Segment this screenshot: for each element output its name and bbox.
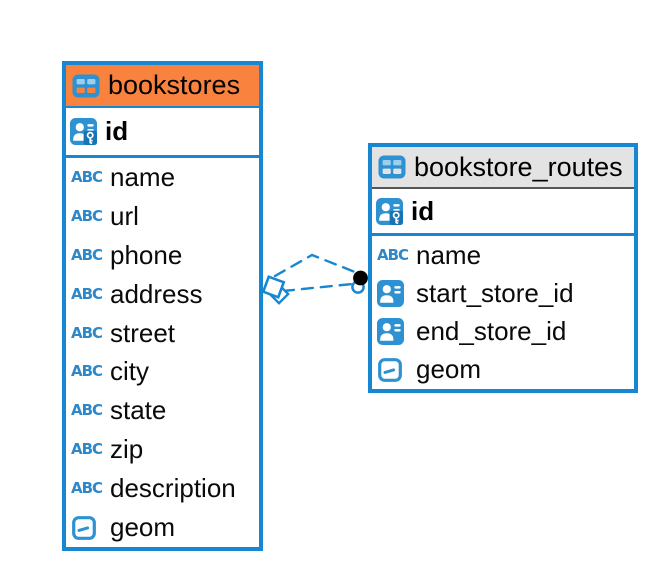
table-header-bookstore-routes[interactable]: bookstore_routes — [372, 147, 634, 189]
column-row-name[interactable]: ABC name — [372, 236, 634, 274]
text-type-icon: ABC — [71, 362, 103, 381]
icon-slot — [377, 280, 408, 307]
relationship-source-marker-diamond[interactable] — [261, 275, 290, 305]
column-name: name — [416, 239, 482, 270]
column-row-id[interactable]: id — [66, 108, 259, 158]
icon-slot: ABC — [71, 440, 103, 459]
column-row-url[interactable]: ABC url — [66, 197, 259, 236]
column-row-geom[interactable]: geom — [372, 351, 634, 389]
column-name: end_store_id — [416, 316, 567, 347]
text-type-icon: ABC — [71, 401, 103, 420]
column-name: city — [110, 356, 149, 387]
column-name: url — [110, 200, 139, 231]
column-list: ABC name ABC url ABC phone ABC address A… — [66, 158, 259, 547]
icon-slot — [377, 318, 408, 345]
column-name: name — [110, 161, 176, 192]
column-row-address[interactable]: ABC address — [66, 275, 259, 314]
relationship-target-marker-dot[interactable] — [351, 270, 368, 294]
table-icon — [72, 74, 100, 98]
icon-slot: ABC — [71, 362, 103, 381]
column-row-geom[interactable]: geom — [66, 508, 259, 547]
icon-slot: ABC — [71, 206, 103, 225]
icon-slot: ABC — [71, 323, 103, 342]
relationship-line-start-store[interactable] — [273, 253, 357, 278]
icon-slot: ABC — [377, 245, 409, 264]
column-name: geom — [416, 354, 482, 385]
table-bookstores[interactable]: bookstores id ABC name ABC url ABC phone… — [62, 61, 263, 551]
icon-slot: ABC — [71, 167, 103, 186]
column-row-name[interactable]: ABC name — [66, 158, 259, 197]
table-icon — [378, 155, 406, 179]
table-name: bookstores — [108, 70, 241, 100]
icon-slot: ABC — [71, 401, 103, 420]
column-name: street — [110, 317, 176, 348]
foreign-key-icon — [377, 318, 404, 345]
text-type-icon: ABC — [71, 440, 103, 459]
table-bookstore-routes[interactable]: bookstore_routes id ABC name start_store… — [368, 143, 638, 393]
icon-slot: ABC — [71, 245, 103, 264]
text-type-icon: ABC — [71, 167, 103, 186]
column-name: description — [110, 473, 236, 504]
text-type-icon: ABC — [71, 479, 103, 498]
icon-slot: ABC — [71, 284, 103, 303]
column-row-id[interactable]: id — [372, 189, 634, 236]
text-type-icon: ABC — [71, 284, 103, 303]
icon-slot — [71, 516, 102, 540]
column-name: phone — [110, 239, 183, 270]
table-header-bookstores[interactable]: bookstores — [66, 65, 259, 108]
column-name: zip — [110, 434, 144, 465]
column-name: address — [110, 278, 203, 309]
column-row-state[interactable]: ABC state — [66, 391, 259, 430]
column-name: start_store_id — [416, 277, 574, 308]
column-row-phone[interactable]: ABC phone — [66, 236, 259, 275]
text-type-icon: ABC — [377, 245, 409, 264]
icon-slot: ABC — [71, 479, 103, 498]
primary-key-icon — [376, 198, 403, 225]
primary-key-icon — [70, 118, 97, 145]
relationship-line-end-store[interactable] — [281, 282, 354, 293]
column-row-description[interactable]: ABC description — [66, 469, 259, 508]
text-type-icon: ABC — [71, 323, 103, 342]
column-name: state — [110, 395, 167, 426]
column-row-start-store-id[interactable]: start_store_id — [372, 274, 634, 312]
primary-key-column-name: id — [411, 195, 435, 226]
column-row-zip[interactable]: ABC zip — [66, 430, 259, 469]
column-row-end-store-id[interactable]: end_store_id — [372, 313, 634, 351]
geometry-type-icon — [72, 516, 96, 540]
primary-key-column-name: id — [105, 116, 129, 146]
text-type-icon: ABC — [71, 245, 103, 264]
text-type-icon: ABC — [71, 206, 103, 225]
column-list: ABC name start_store_id end_store_id geo… — [372, 236, 634, 389]
icon-slot — [377, 358, 408, 382]
geometry-type-icon — [378, 358, 402, 382]
foreign-key-icon — [377, 280, 404, 307]
column-row-city[interactable]: ABC city — [66, 353, 259, 392]
table-name: bookstore_routes — [414, 151, 623, 182]
column-name: geom — [110, 512, 176, 543]
column-row-street[interactable]: ABC street — [66, 314, 259, 353]
